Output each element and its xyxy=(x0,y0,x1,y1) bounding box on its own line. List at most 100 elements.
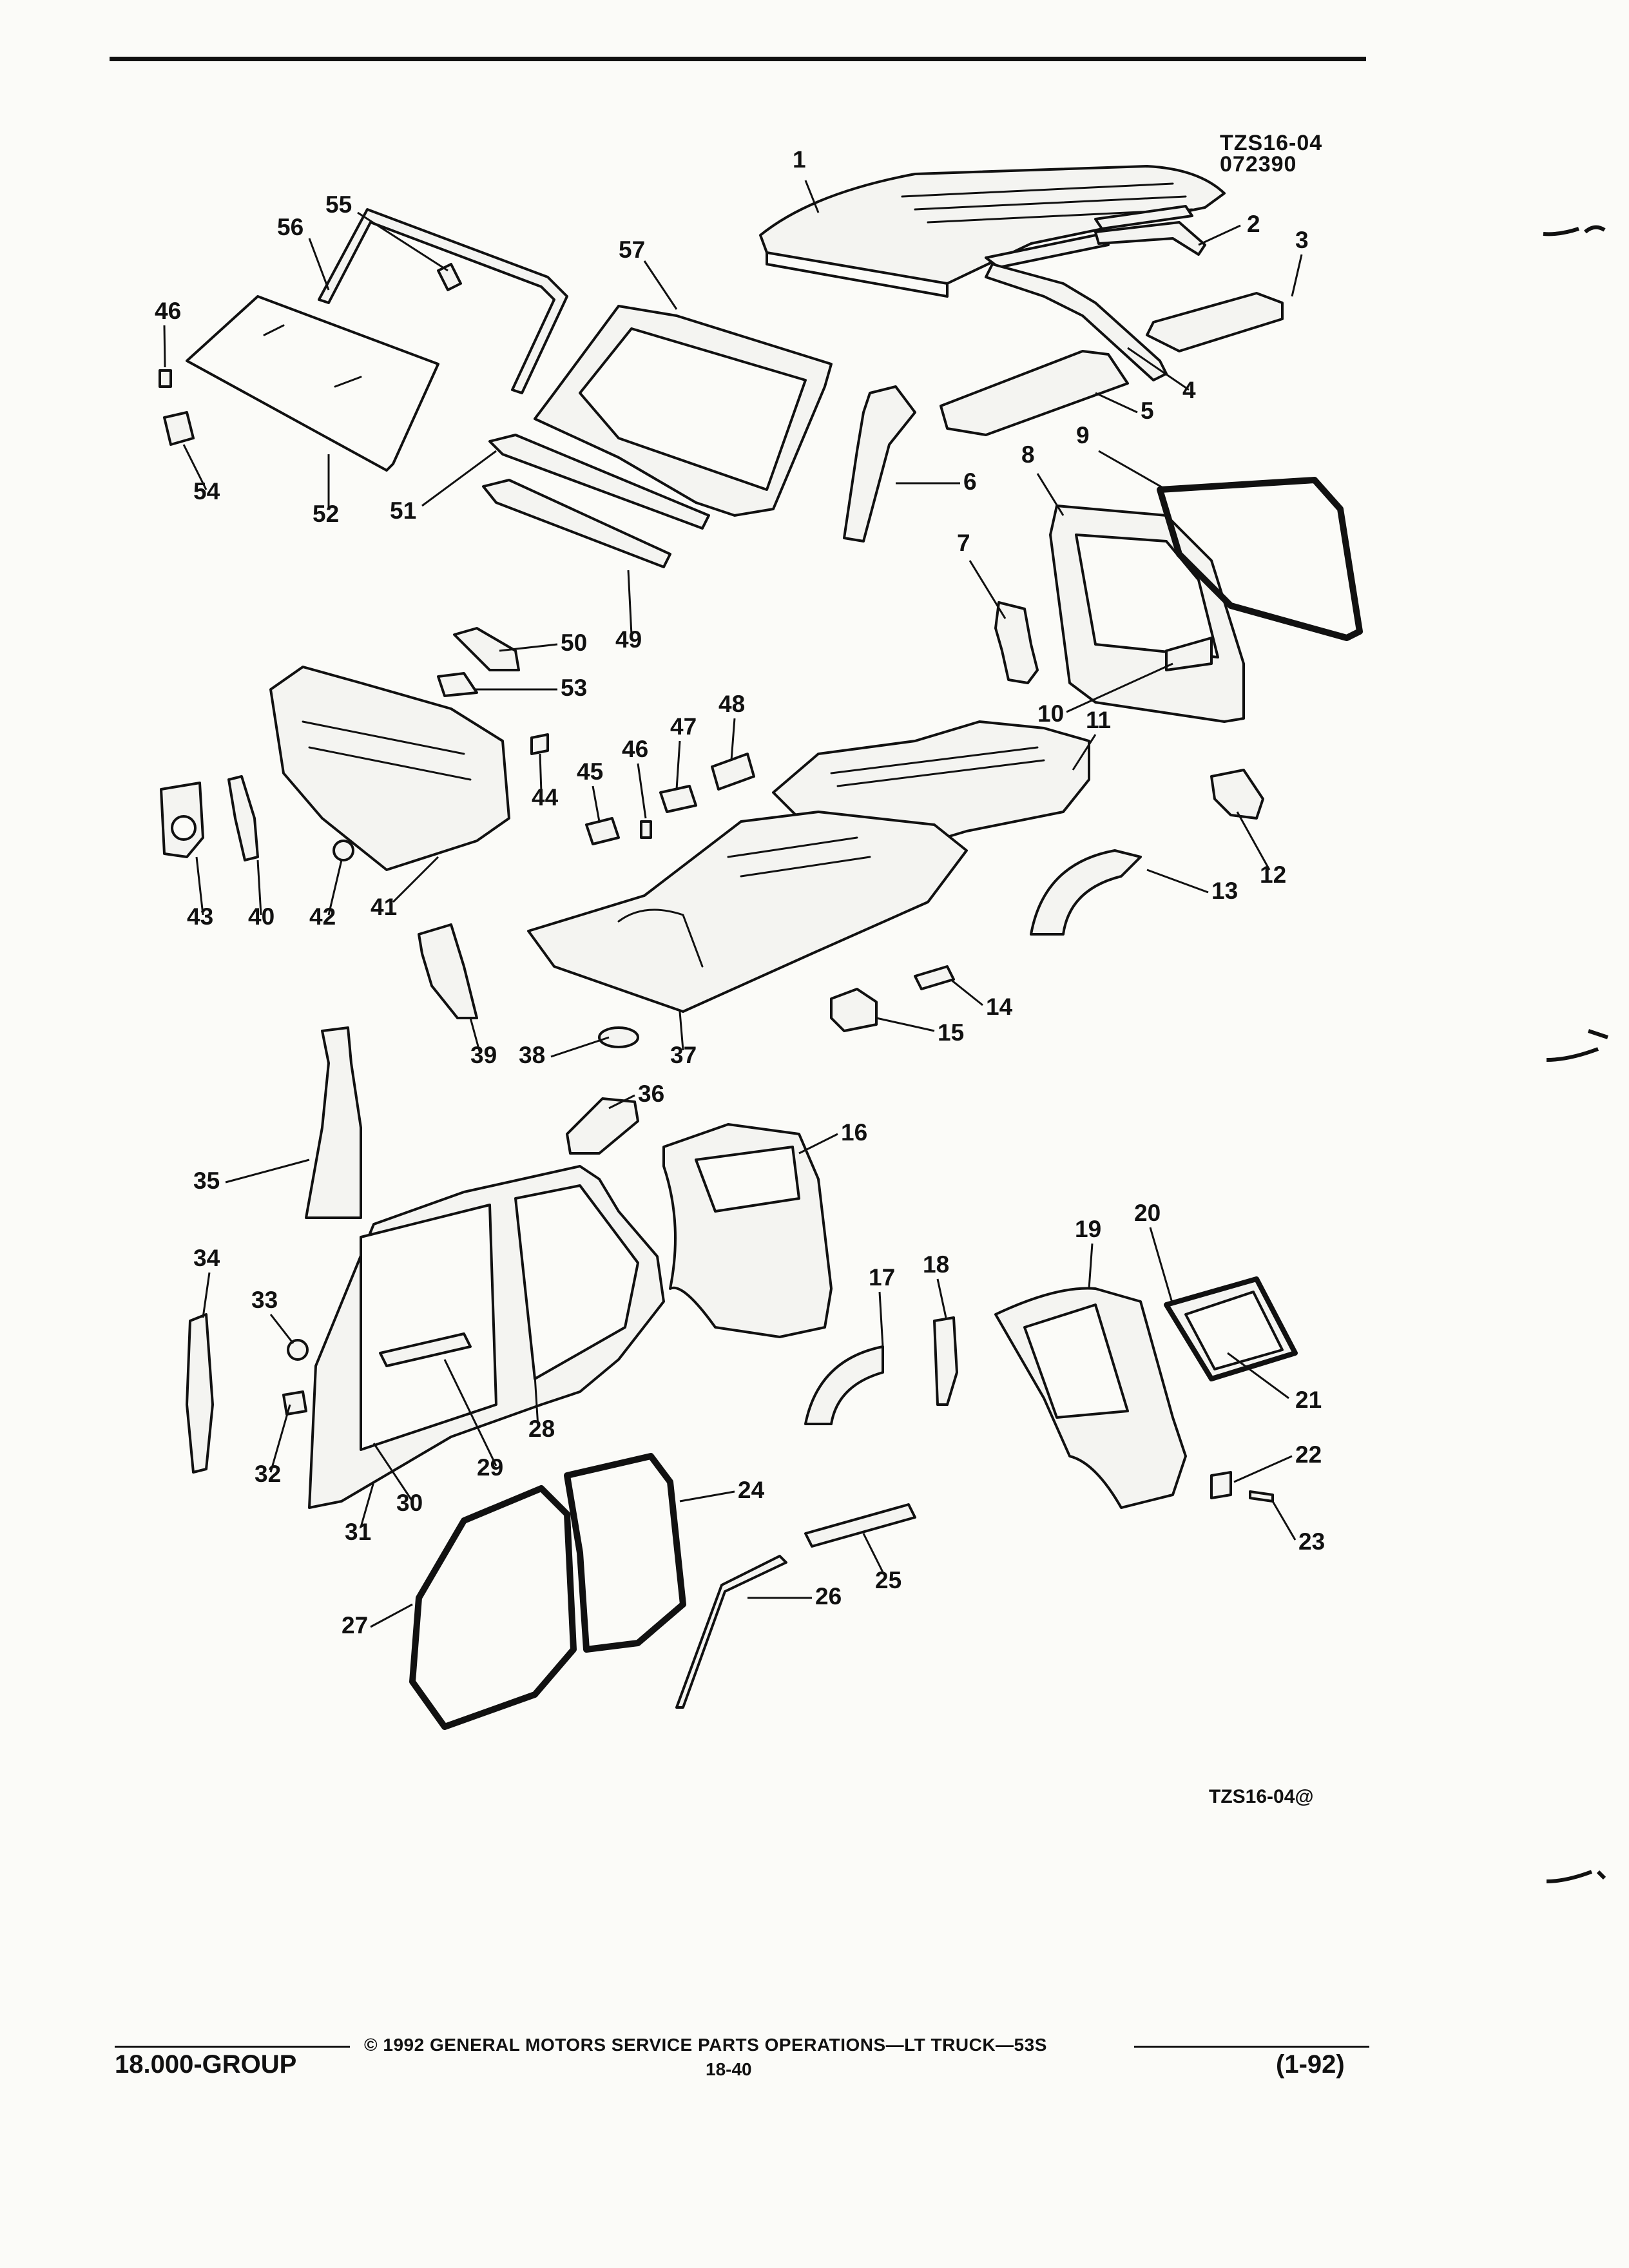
callout-leader-line xyxy=(862,1533,884,1573)
callout-leader-line xyxy=(1066,662,1173,713)
callout-number: 20 xyxy=(1134,1200,1161,1226)
part-roof-bow-rear xyxy=(1146,292,1284,352)
callout-leader-line xyxy=(592,785,601,822)
part-windshield-reveal-molding xyxy=(318,208,568,394)
part-quarter-glass xyxy=(1184,1291,1284,1370)
part-rear-door-weatherstrip xyxy=(564,1453,686,1653)
figure-code: TZS16-04 xyxy=(1220,131,1323,155)
part-hinge-pillar-inner xyxy=(186,1313,214,1474)
callout-number: 24 xyxy=(738,1477,765,1503)
callout-leader-line xyxy=(950,978,983,1006)
callout-number: 52 xyxy=(313,501,339,527)
part-lock-pillar-bracket xyxy=(994,601,1039,684)
callout-number: 35 xyxy=(193,1168,220,1194)
part-roof-bow-center xyxy=(940,350,1129,436)
callout-number: 12 xyxy=(1260,861,1286,888)
callout-leader-line xyxy=(499,643,558,652)
callout-leader-line xyxy=(679,1490,735,1503)
callout-leader-line xyxy=(372,1443,414,1502)
footer-rule-left xyxy=(115,2046,350,2048)
part-windshield-pillar xyxy=(843,385,916,543)
callout-number: 57 xyxy=(619,236,645,263)
part-dash-brace xyxy=(227,775,259,861)
callout-number: 23 xyxy=(1298,1528,1325,1555)
callout-number: 31 xyxy=(345,1519,371,1545)
callout-leader-line xyxy=(421,450,497,507)
callout-number: 26 xyxy=(815,1583,842,1610)
part-support-bracket xyxy=(437,672,478,697)
callout-number: 42 xyxy=(309,903,336,930)
callout-leader-line xyxy=(256,860,262,916)
part-bolt-floor xyxy=(640,820,652,839)
part-wheelhouse-liner xyxy=(804,1345,884,1425)
callout-number: 47 xyxy=(670,713,697,740)
callout-leader-line xyxy=(550,1036,610,1058)
part-windshield-molding-corner xyxy=(437,263,462,291)
scan-mark xyxy=(1546,1029,1608,1062)
part-door-bracket xyxy=(1165,637,1213,671)
callout-leader-line xyxy=(469,1017,481,1054)
callout-number: 43 xyxy=(187,903,213,930)
scan-mark xyxy=(1546,1870,1606,1883)
part-a-pillar xyxy=(305,1026,362,1219)
callout-number: 51 xyxy=(390,497,416,524)
callout-number: 10 xyxy=(1037,700,1064,727)
footer-group: 18.000-GROUP xyxy=(115,2050,297,2079)
callout-leader-line xyxy=(878,1291,884,1347)
footer-rule-right xyxy=(1134,2046,1369,2048)
callout-leader-line xyxy=(1146,869,1209,894)
part-roof-panel xyxy=(759,165,1226,298)
callout-leader-line xyxy=(1271,1501,1296,1541)
part-windshield-glass xyxy=(186,295,439,472)
callout-number: 30 xyxy=(396,1490,423,1516)
part-seat-bracket xyxy=(585,817,620,845)
callout-leader-line xyxy=(1098,450,1167,491)
callout-leader-line xyxy=(969,560,1007,619)
callout-number: 46 xyxy=(622,736,648,762)
callout-leader-line xyxy=(936,1278,947,1318)
callout-leader-line xyxy=(163,325,166,368)
callout-leader-line xyxy=(1072,734,1097,771)
part-cowl-bracket xyxy=(453,627,520,671)
callout-number: 27 xyxy=(342,1612,368,1639)
callout-leader-line xyxy=(443,1359,497,1466)
part-hinge-bracket xyxy=(282,1390,307,1416)
callout-number: 33 xyxy=(251,1287,278,1313)
callout-leader-line xyxy=(225,1158,310,1184)
part-grommet xyxy=(333,840,354,861)
part-floor-mount xyxy=(598,1026,639,1048)
callout-leader-line xyxy=(1233,1455,1293,1483)
part-fuel-filler-door xyxy=(1210,1471,1232,1499)
callout-number: 45 xyxy=(577,758,603,785)
callout-number: 22 xyxy=(1295,1441,1322,1468)
callout-number: 3 xyxy=(1295,227,1309,253)
part-dash-panel xyxy=(269,666,510,871)
callout-number: 56 xyxy=(277,214,304,240)
part-screw xyxy=(1249,1490,1274,1503)
callout-number: 29 xyxy=(477,1454,503,1481)
callout-number: 49 xyxy=(615,626,642,653)
callout-number: 44 xyxy=(532,784,559,811)
footer-revision-date: (1-92) xyxy=(1276,2050,1345,2079)
part-roof-side-rail xyxy=(985,263,1168,381)
part-rear-wheelhouse xyxy=(1030,849,1142,936)
callout-number: 2 xyxy=(1247,211,1260,237)
callout-number: 46 xyxy=(155,298,181,324)
callout-number: 7 xyxy=(957,530,970,556)
callout-leader-line xyxy=(627,570,633,635)
callout-leader-line xyxy=(269,1314,294,1344)
part-bolt-front xyxy=(159,369,172,388)
part-plug xyxy=(287,1339,309,1361)
part-sill-molding xyxy=(675,1555,787,1709)
footer-copyright: © 1992 GENERAL MOTORS SERVICE PARTS OPER… xyxy=(364,2035,1047,2055)
callout-number: 9 xyxy=(1076,422,1090,448)
figure-date-code: 072390 xyxy=(1220,152,1297,177)
callout-leader-line xyxy=(308,238,330,291)
callout-number: 13 xyxy=(1211,878,1238,904)
callout-number: 55 xyxy=(325,191,352,218)
part-cowl-panel-upper xyxy=(488,434,710,530)
part-windshield-clip xyxy=(163,411,195,446)
callout-leader-line xyxy=(1291,254,1303,297)
callout-number: 25 xyxy=(875,1567,901,1593)
